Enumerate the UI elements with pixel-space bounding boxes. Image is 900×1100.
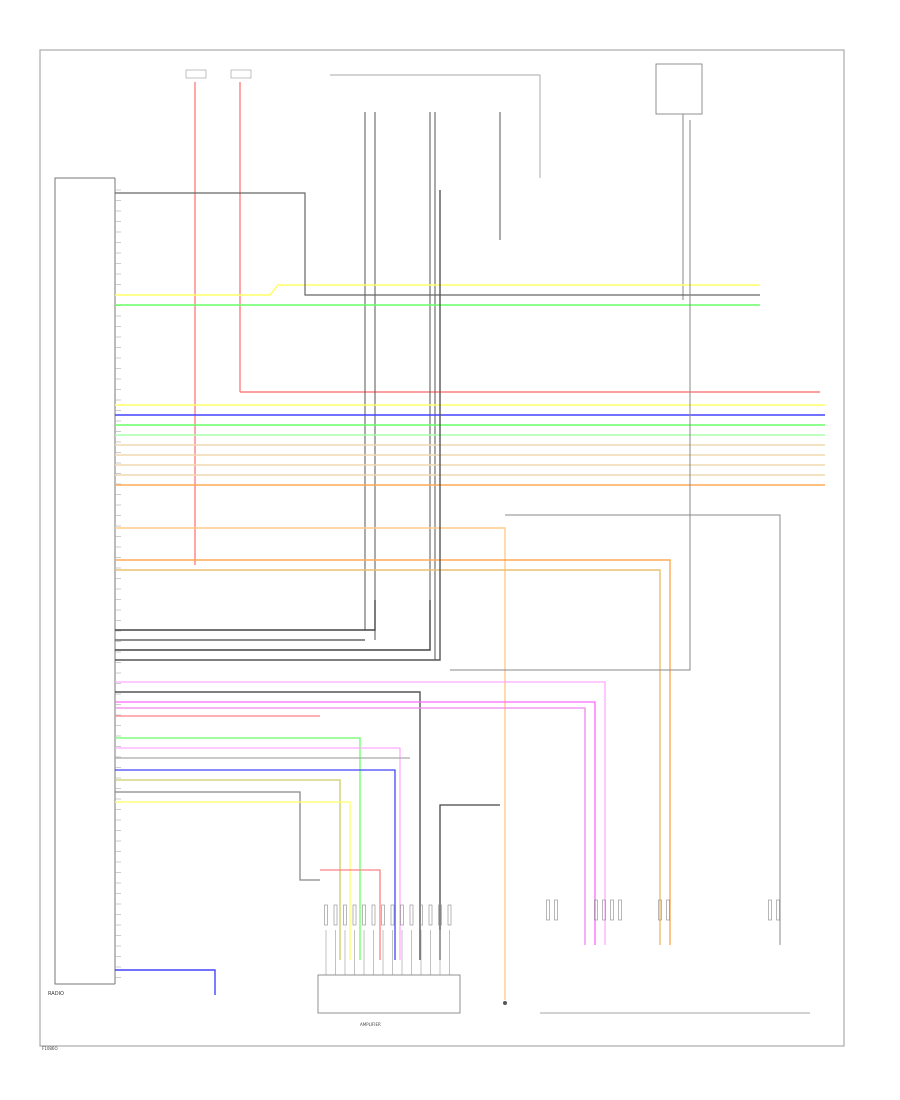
amplifier-box [317,974,461,1014]
amp-pin [390,904,395,926]
right-pin [666,899,670,921]
module-pin-ticks [115,189,121,978]
amp-pin [362,904,366,926]
right-pin [618,899,622,921]
power-feeds [185,69,820,565]
amp-pin [333,904,338,926]
amp-pin [352,904,357,926]
amplifier-label: AMPLIFIER [360,1022,381,1027]
top-right-component [655,63,703,115]
amp-pin [324,904,328,926]
right-pin [768,899,772,921]
amp-pin [371,904,376,926]
amp-pin [343,904,347,926]
amp-pin [409,904,414,926]
antenna-connectors [330,74,541,660]
wire-bundle-upper [115,192,760,306]
footer-code: F1086O [42,1046,58,1051]
amp-pin [447,904,452,926]
right-pin [602,899,606,921]
radio-module-label: RADIO [48,991,64,997]
radio-module-bracket [54,177,116,985]
amp-pin [428,904,433,926]
right-pin [554,899,558,921]
right-pin [610,899,614,921]
blue-bottom-wire [115,969,216,995]
amp-pin [400,904,404,926]
right-connector-cluster [546,899,780,921]
amp-pin [419,904,423,926]
amp-wires [115,681,606,960]
dark-wires [115,190,441,960]
diagram-border [39,49,845,1047]
right-pin [658,899,662,921]
right-pin [546,899,550,921]
right-pin [776,899,780,921]
amp-connector-pins [324,904,452,975]
amp-pin [381,904,385,926]
amp-pin [438,904,442,926]
bottom-center-terminal [503,1001,507,1005]
right-pin [594,899,598,921]
gray-wires [450,120,781,945]
wire-bundle-middle [115,404,825,486]
orange-wires [115,527,671,1000]
